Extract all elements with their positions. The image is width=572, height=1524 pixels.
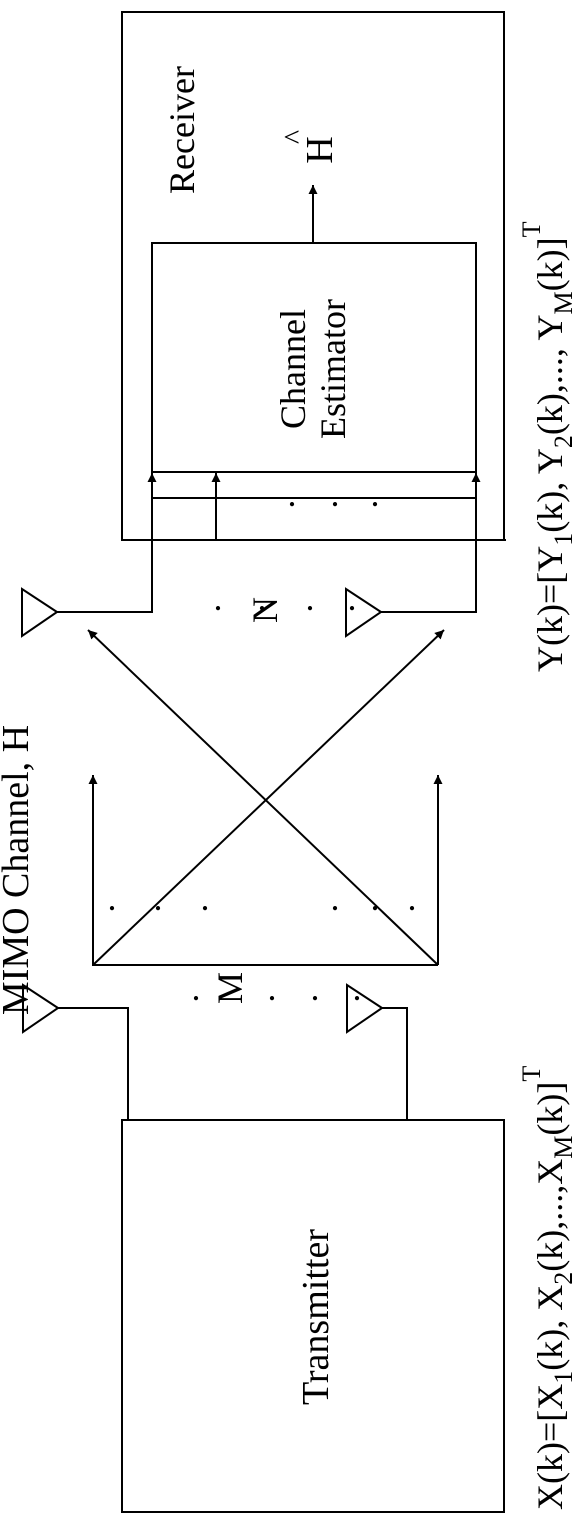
rx-dot-1: . bbox=[214, 578, 223, 618]
tx-dot-1: . bbox=[192, 968, 201, 1008]
tx-antenna-2 bbox=[346, 983, 384, 1034]
est-dot-2: . bbox=[331, 474, 340, 514]
est-dot-3: . bbox=[371, 474, 380, 514]
channel-path-1 bbox=[88, 775, 438, 966]
rx-antenna-1 bbox=[21, 587, 59, 638]
est-dot-1: . bbox=[288, 474, 297, 514]
channel-path-3 bbox=[87, 629, 439, 966]
tx-antenna-1 bbox=[22, 983, 60, 1034]
transmitter-label: Transmitter bbox=[295, 1229, 337, 1405]
channel-dot-5: . bbox=[371, 878, 380, 918]
channel-estimator-label: Channel bbox=[273, 309, 313, 429]
transmitter-block bbox=[121, 1119, 505, 1513]
rx-dot-3: . bbox=[306, 578, 315, 618]
x-equation: X(k)=[X1(k), X2(k),...,XM(k)]T bbox=[517, 1066, 572, 1510]
rx-count-label: N bbox=[245, 597, 285, 623]
channel-dot-4: . bbox=[331, 878, 340, 918]
channel-dot-2: . bbox=[154, 878, 163, 918]
tx-feed-2 bbox=[382, 1007, 408, 1120]
rx-feed-2 bbox=[381, 473, 481, 613]
rx-dot-4: . bbox=[348, 578, 357, 618]
channel-estimator-label-2: Estimator bbox=[313, 299, 353, 439]
channel-dot-3: . bbox=[201, 878, 210, 918]
tx-feed-1 bbox=[58, 1007, 129, 1120]
channel-path-2 bbox=[92, 629, 445, 966]
mimo-channel-label: MIMO Channel, H bbox=[0, 725, 37, 1015]
estimate-hat: ^ bbox=[278, 130, 311, 144]
y-equation: Y(k)=[Y1(k), Y2(k),..., YM(k)]T bbox=[517, 221, 572, 672]
rx-feed-1 bbox=[57, 473, 157, 613]
rx-antenna-2 bbox=[345, 587, 383, 638]
tx-count-label: M bbox=[210, 972, 250, 1004]
channel-dot-1: . bbox=[108, 878, 117, 918]
tx-dot-4: . bbox=[353, 968, 362, 1008]
estimate-symbol: H bbox=[299, 136, 341, 163]
receiver-block bbox=[121, 11, 505, 541]
channel-dot-6: . bbox=[408, 878, 417, 918]
receiver-label: Receiver bbox=[162, 66, 202, 194]
tx-dot-3: . bbox=[311, 968, 320, 1008]
rx-dot-2: . bbox=[258, 578, 267, 618]
tx-dot-2: . bbox=[268, 968, 277, 1008]
